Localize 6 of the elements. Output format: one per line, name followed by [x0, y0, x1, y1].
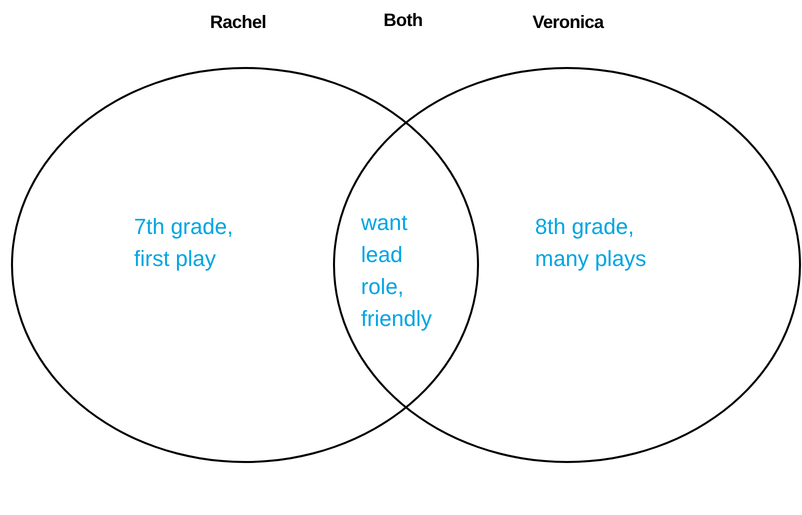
set-description: 8th grade, many plays [535, 213, 648, 273]
overlap-heading: Both [384, 10, 422, 31]
set-heading: Veronica [532, 12, 604, 33]
overlap-description: want lead role, friendly [361, 209, 433, 333]
set-description: 7th grade, first play [134, 213, 234, 273]
set-heading: Rachel [210, 12, 266, 33]
